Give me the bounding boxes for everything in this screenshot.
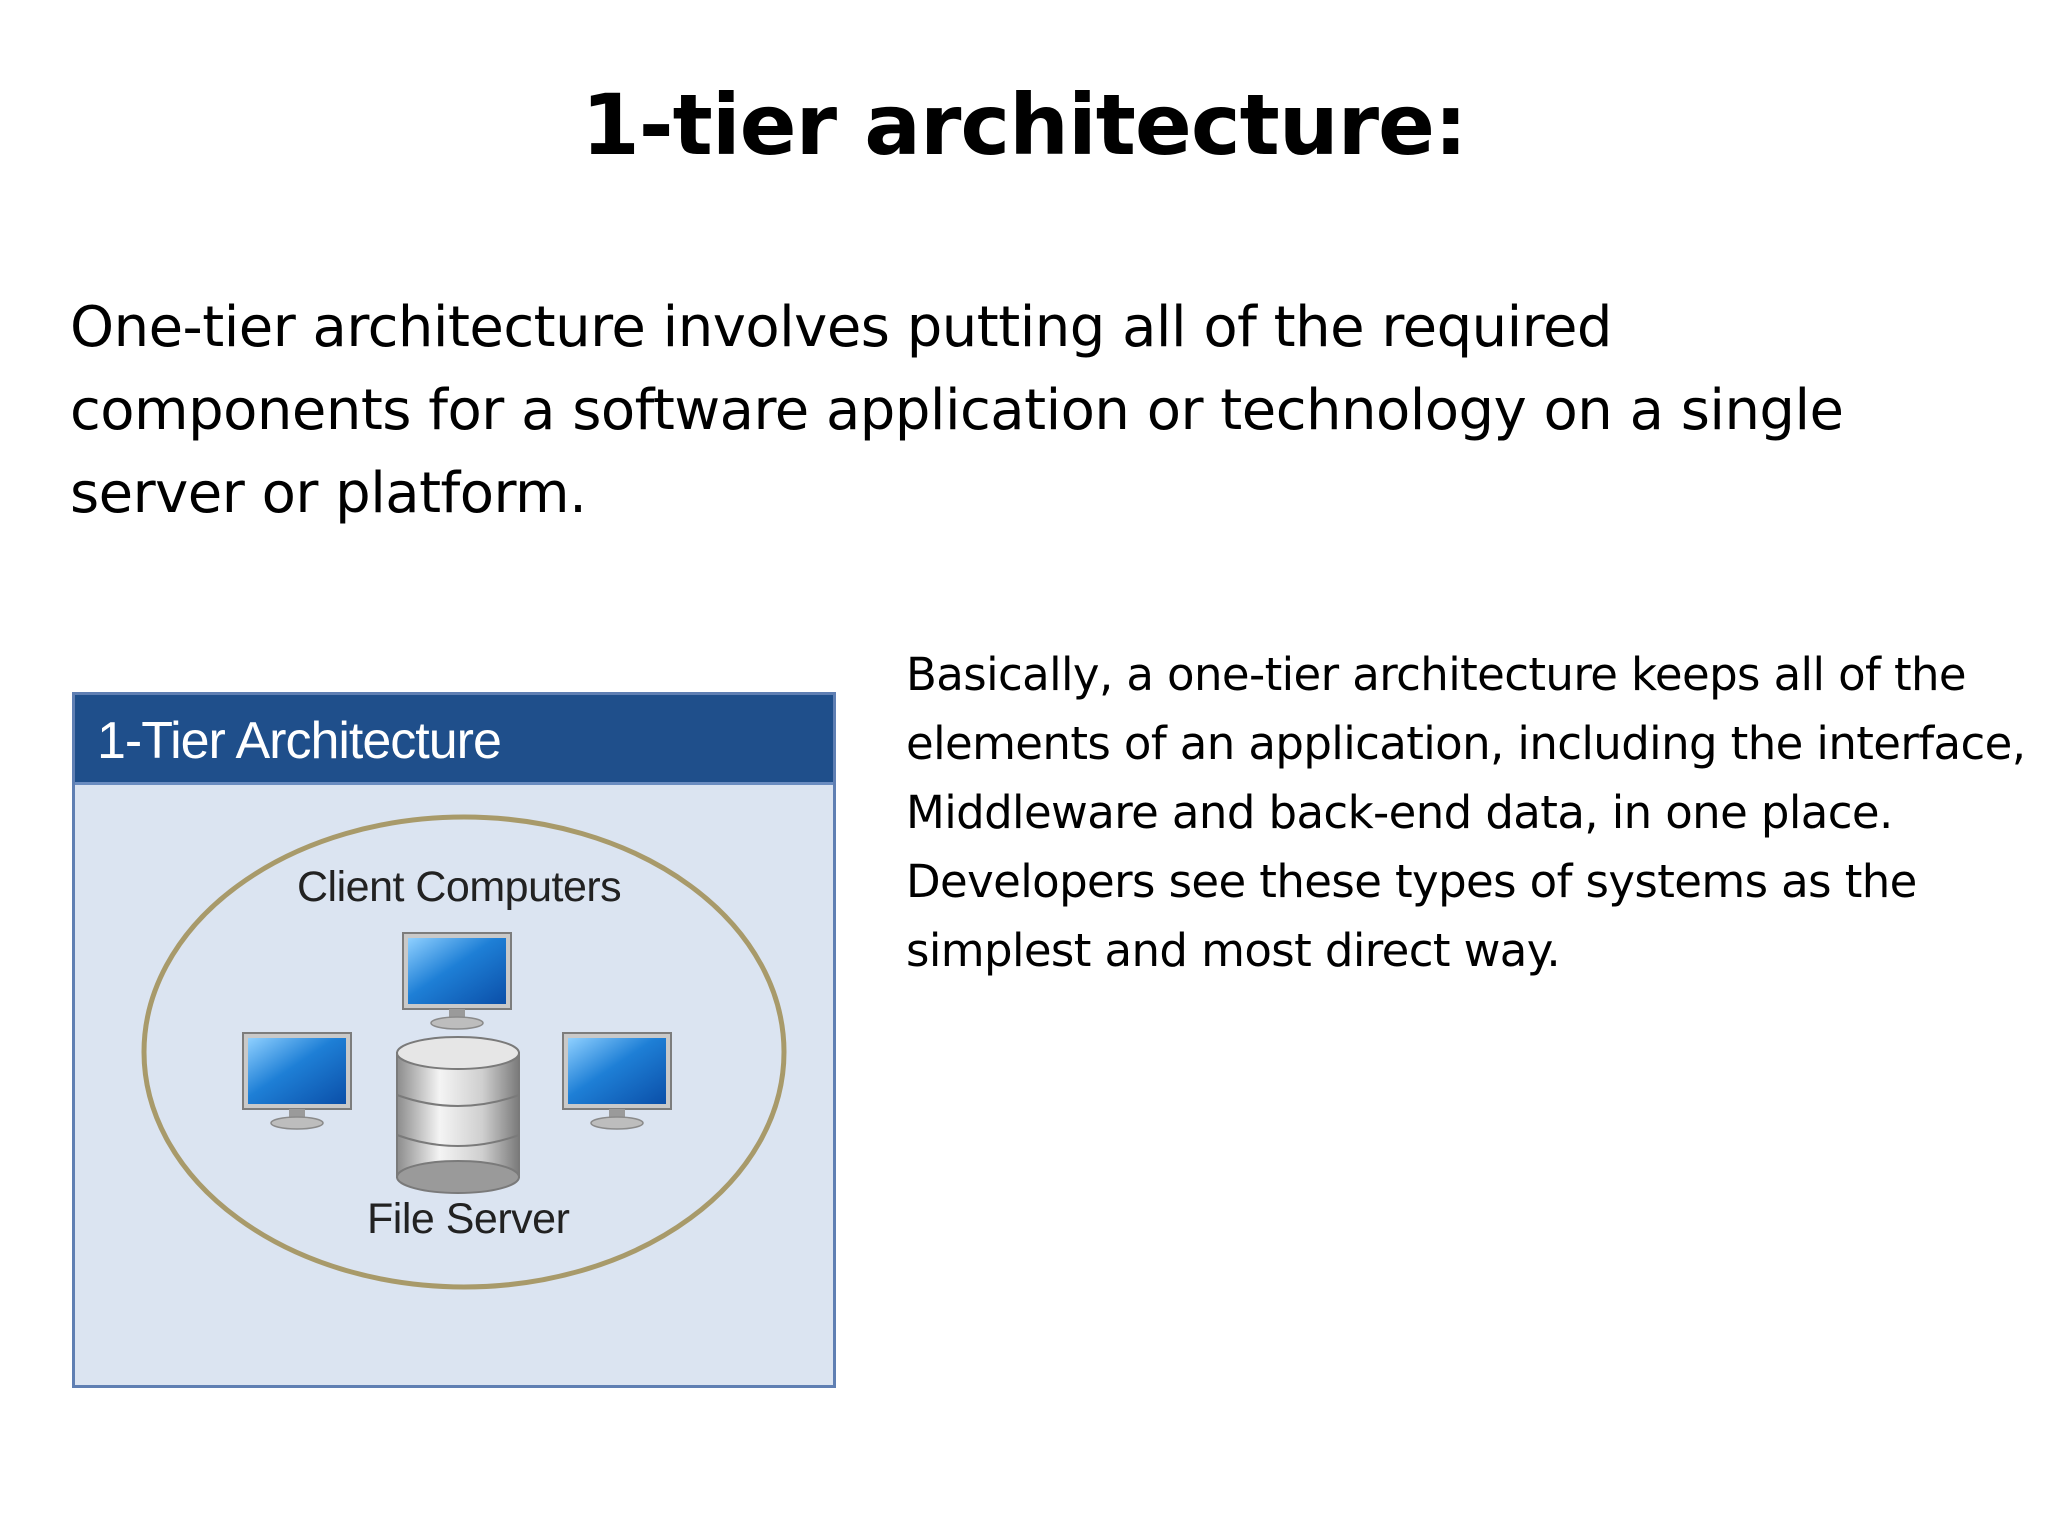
diagram-graphic <box>141 814 787 1290</box>
file-server-label: File Server <box>367 1195 570 1243</box>
description-paragraph: Developers see these types of systems as… <box>906 855 1917 977</box>
monitor-icon <box>402 932 512 1030</box>
database-icon <box>396 1036 520 1194</box>
monitor-icon <box>562 1032 672 1130</box>
diagram-title: 1-Tier Architecture <box>97 712 502 770</box>
tier-boundary-ellipse <box>141 814 787 1290</box>
slide-title: 1-tier architecture: <box>581 76 1467 174</box>
description-paragraph: Basically, a one-tier architecture keeps… <box>906 648 2026 839</box>
diagram-header: 1-Tier Architecture <box>75 695 833 785</box>
intro-paragraph: One-tier architecture involves putting a… <box>70 295 1844 526</box>
client-computers-label: Client Computers <box>297 863 622 911</box>
description-text: Basically, a one-tier architecture keeps… <box>906 640 2026 985</box>
monitor-icon <box>242 1032 352 1130</box>
architecture-diagram: 1-Tier Architecture <box>72 692 836 1388</box>
